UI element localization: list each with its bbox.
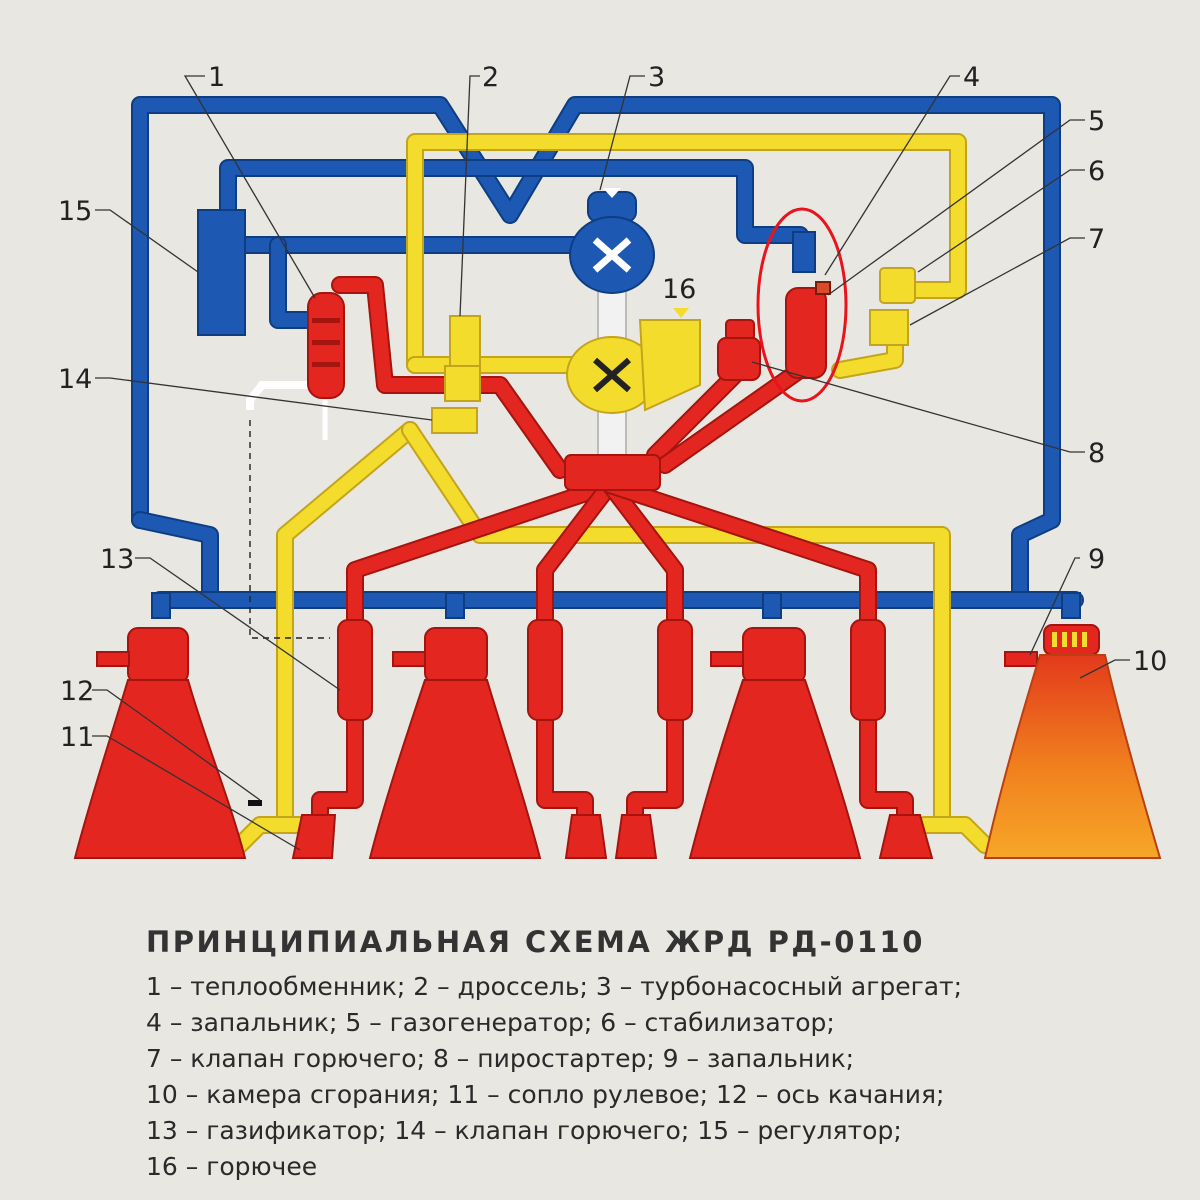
legend-line-2: 4 – запальник; 5 – газогенератор; 6 – ст…: [146, 1008, 835, 1037]
callout-4: 4: [963, 62, 980, 93]
engine-schematic-diagram: 1 2 3 4 5 6 7 8 9 10 11 12 13 14 15 16: [58, 62, 1167, 859]
callout-11: 11: [60, 722, 94, 753]
legend-line-3: 7 – клапан горючего; 8 – пиростартер; 9 …: [146, 1044, 855, 1073]
fuel-pipes: [231, 133, 994, 854]
steering-nozzle-11: [291, 814, 337, 859]
caption: ПРИНЦИПИАЛЬНАЯ СХЕМА ЖРД РД-0110 1 – теп…: [146, 925, 1176, 1185]
steering-nozzle-4: [878, 814, 934, 859]
highlight-ellipse: [756, 207, 848, 403]
callout-14: 14: [58, 364, 92, 395]
callout-6: 6: [1088, 156, 1105, 187]
callout-16: 16: [662, 274, 696, 305]
legend-line-6: 16 – горючее: [146, 1152, 318, 1181]
callout-12: 12: [60, 676, 94, 707]
callout-1: 1: [208, 62, 225, 93]
combustion-chamber-10: [983, 592, 1162, 859]
callout-13: 13: [100, 544, 134, 575]
gas-generator: [785, 231, 831, 379]
callout-2: 2: [482, 62, 499, 93]
callout-3: 3: [648, 62, 665, 93]
gas-pipes: [311, 276, 914, 824]
combustion-chamber-2: [368, 592, 542, 859]
combustion-chamber-3: [688, 592, 862, 859]
leader-lines: [92, 75, 1130, 851]
callout-7: 7: [1088, 224, 1105, 255]
callout-5: 5: [1088, 106, 1105, 137]
gasifier: [337, 619, 373, 721]
steering-nozzle-3: [614, 814, 658, 859]
callout-labels: 1 2 3 4 5 6 7 8 9 10 11 12 13 14 15 16: [58, 62, 1167, 753]
heat-exchanger: [307, 292, 345, 399]
fuel-valve-14: [431, 407, 478, 434]
legend-line-4: 10 – камера сгорания; 11 – сопло рулевое…: [146, 1080, 945, 1109]
legend-line-5: 13 – газификатор; 14 – клапан горючего; …: [146, 1116, 902, 1145]
pivot-axis: [248, 800, 262, 806]
turbine-manifold: [564, 454, 661, 491]
oxidizer-pipes: [131, 96, 1084, 609]
combustion-chamber-1: [73, 592, 247, 859]
callout-9: 9: [1088, 544, 1105, 575]
fuel-valve-7: [869, 267, 916, 346]
steering-nozzle-2: [564, 814, 608, 859]
gasifier-2: [527, 619, 563, 721]
callout-10: 10: [1133, 646, 1167, 677]
gasifier-4: [850, 619, 886, 721]
turbopump-unit: [566, 188, 701, 471]
gasifier-3: [657, 619, 693, 721]
callout-8: 8: [1088, 438, 1105, 469]
pyro-starter: [717, 319, 761, 381]
legend-line-1: 1 – теплообменник; 2 – дроссель; 3 – тур…: [146, 972, 963, 1001]
throttle: [444, 315, 481, 402]
callout-15: 15: [58, 196, 92, 227]
regulator: [197, 209, 246, 336]
diagram-title: ПРИНЦИПИАЛЬНАЯ СХЕМА ЖРД РД-0110: [146, 925, 925, 959]
